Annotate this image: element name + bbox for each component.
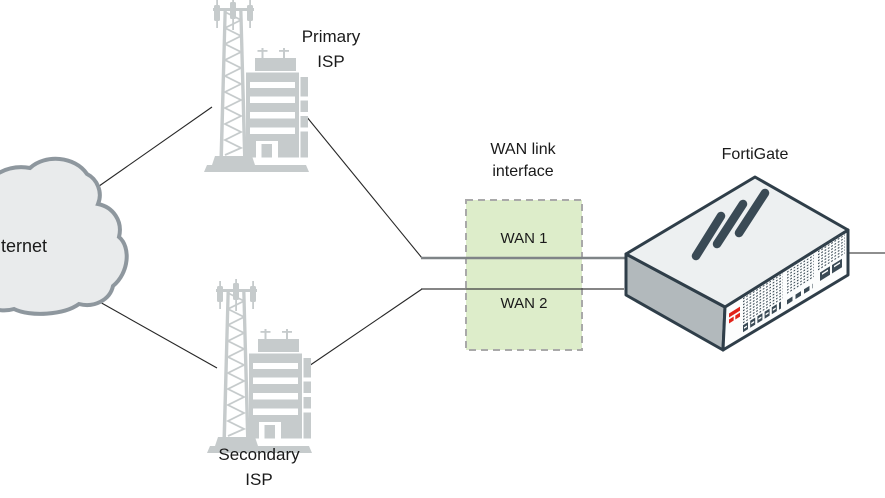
line-primary-isp-to-wan1 (305, 115, 423, 259)
vent-perforation (743, 231, 845, 324)
fortigate-device-icon (624, 175, 850, 352)
wan1-label: WAN 1 (500, 230, 548, 247)
line-internet-to-primary-isp (91, 106, 213, 192)
line-internet-to-secondary-isp (97, 300, 218, 369)
line-secondary-isp-to-wan2 (305, 288, 423, 369)
secondary-isp-label: Secondary ISP (209, 442, 309, 492)
front-panel-detail (729, 231, 845, 333)
secondary-isp-label-line2: ISP (245, 470, 273, 489)
top-vent-slots (691, 188, 770, 261)
sfp-ports (787, 283, 813, 305)
fortinet-logo (729, 306, 740, 324)
fortigate-label: FortiGate (721, 146, 789, 163)
internet-label: ternet (1, 236, 48, 256)
primary-isp-label-line2: ISP (317, 52, 345, 71)
wan2-label: WAN 2 (500, 295, 548, 312)
primary-isp-label-line1: Primary (301, 27, 361, 46)
secondary-isp-icon (206, 278, 313, 454)
secondary-isp-label-line1: Secondary (218, 445, 300, 464)
connection-lines (91, 106, 885, 369)
wan-title-line1: WAN link (490, 141, 556, 158)
wan-link-interface-title: WAN link interface (458, 139, 588, 183)
internet-cloud-icon (0, 156, 129, 316)
wan-link-interface-box (465, 199, 583, 351)
console-ports (820, 258, 842, 282)
primary-isp-label: Primary ISP (281, 24, 381, 74)
wan-title-line2: interface (492, 163, 554, 180)
